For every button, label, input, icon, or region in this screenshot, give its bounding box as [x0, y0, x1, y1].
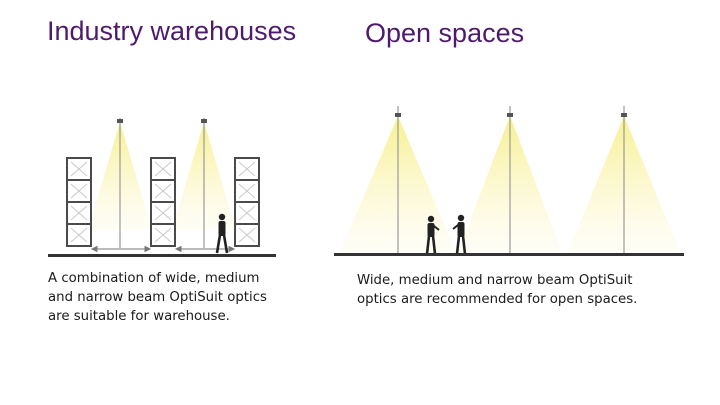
warehouse-illustration	[48, 118, 276, 257]
open-spaces-title: Open spaces	[365, 18, 525, 48]
luminaire	[621, 106, 627, 254]
aisle-width-arrow	[174, 245, 236, 253]
person-figure	[452, 214, 467, 255]
luminaire	[395, 106, 401, 254]
ground-line	[48, 254, 276, 257]
caption-line: and narrow beam OptiSuit optics	[48, 290, 267, 305]
ground-line	[334, 253, 684, 256]
warehouse-caption: A combination of wide, medium and narrow…	[48, 269, 308, 326]
warehouse-title: Industry warehouses	[47, 16, 297, 46]
luminaire	[507, 106, 513, 254]
open-spaces-caption: Wide, medium and narrow beam OptiSuit op…	[357, 271, 677, 309]
warehouse-rack	[234, 157, 260, 247]
caption-line: A combination of wide, medium	[48, 271, 260, 286]
caption-line: Wide, medium and narrow beam OptiSuit	[357, 273, 633, 288]
person-figure	[215, 213, 229, 254]
warehouse-rack	[66, 157, 92, 247]
caption-line: are suitable for warehouse.	[48, 309, 230, 324]
luminaire	[117, 118, 123, 248]
person-figure	[425, 215, 440, 255]
aisle-width-arrow	[90, 245, 152, 253]
luminaire	[201, 118, 207, 248]
open-spaces-illustration	[334, 106, 684, 256]
warehouse-rack	[150, 157, 176, 247]
caption-line: optics are recommended for open spaces.	[357, 292, 638, 307]
